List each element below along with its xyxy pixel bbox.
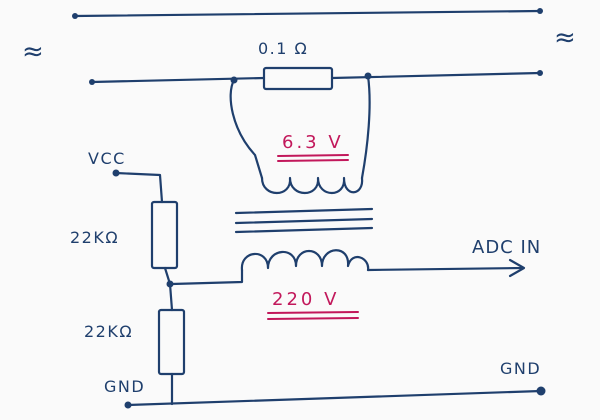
shunt-line-right	[330, 71, 542, 80]
secondary-wire-left	[170, 268, 244, 286]
shunt-resistor	[262, 66, 334, 91]
secondary-coil	[240, 249, 370, 272]
adc-label: ADC IN	[472, 237, 541, 258]
gnd-label-left: GND	[104, 377, 145, 396]
shunt-line-dot-right	[537, 70, 543, 76]
top-line	[73, 9, 542, 18]
ground-dot-left	[124, 401, 132, 409]
gnd-label-right: GND	[500, 359, 541, 378]
core-line-1	[234, 207, 374, 215]
top-line-dot-left	[72, 13, 78, 19]
adc-arrow-line	[366, 266, 524, 272]
adc-arrow-head	[508, 258, 526, 278]
primary-coil	[260, 176, 364, 194]
vcc-wire	[114, 171, 164, 204]
ac-symbol-left: ≈	[22, 37, 45, 67]
shunt-label: 0.1 Ω	[258, 39, 308, 58]
core-line-2	[234, 217, 374, 225]
secondary-voltage-label: 220 V	[272, 289, 339, 310]
resistor-r1	[150, 200, 179, 270]
primary-voltage-underline-2	[277, 159, 349, 162]
r2-label: 22KΩ	[84, 322, 133, 341]
r1-label: 22KΩ	[70, 228, 119, 247]
primary-wire-right	[360, 74, 371, 180]
r1-to-node	[163, 266, 172, 286]
primary-voltage-label: 6.3 V	[282, 132, 344, 153]
primary-voltage-underline-1	[277, 154, 349, 157]
secondary-voltage-underline-1	[267, 311, 359, 314]
top-line-dot-right	[537, 8, 543, 14]
secondary-voltage-underline-2	[267, 317, 359, 320]
primary-wire-left	[229, 78, 264, 180]
vcc-label: VCC	[88, 149, 126, 168]
core-line-3	[234, 226, 374, 234]
ground-dot-right	[536, 386, 546, 396]
ground-line	[126, 389, 543, 407]
shunt-line-dot-left	[89, 79, 95, 85]
ac-symbol-right: ≈	[554, 23, 577, 53]
shunt-line-left	[90, 76, 266, 84]
resistor-r2	[157, 308, 186, 376]
node-to-r2	[168, 282, 174, 312]
